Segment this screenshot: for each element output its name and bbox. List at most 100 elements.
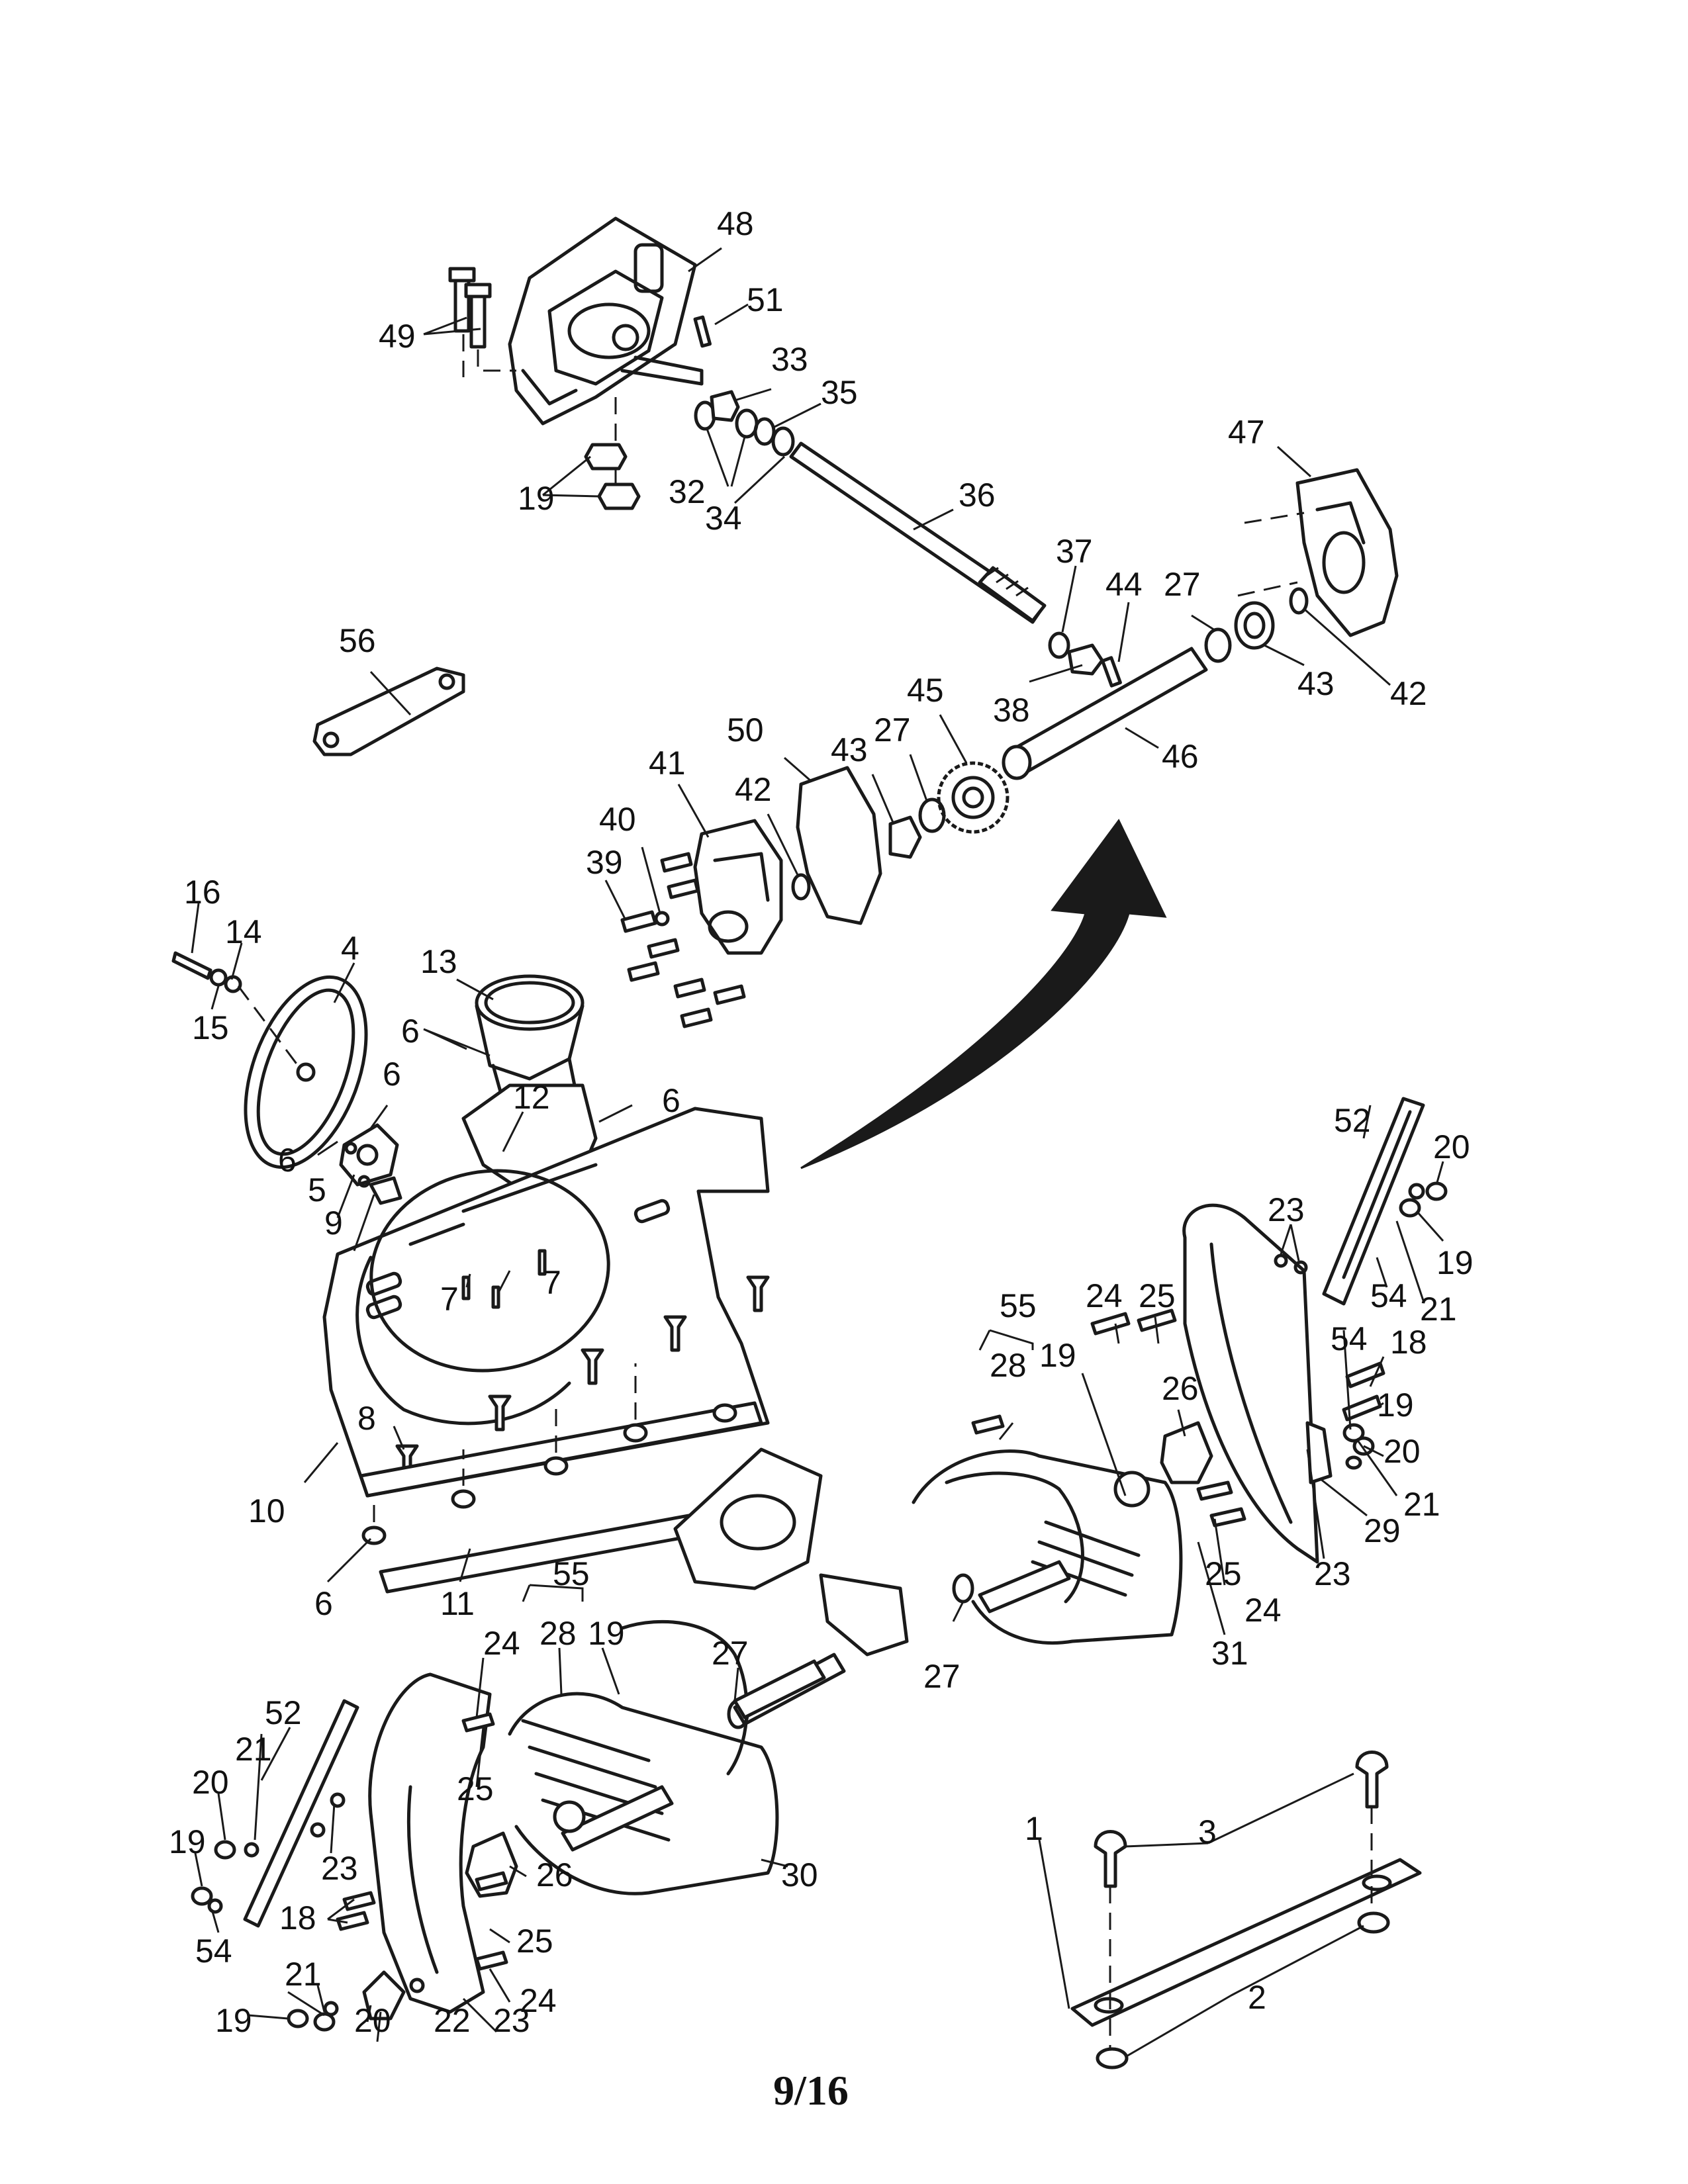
side-plate-right <box>1182 1203 1319 1564</box>
spacer-bracket <box>312 666 465 756</box>
shaft-washers <box>694 390 795 457</box>
roll-pin <box>693 315 712 348</box>
callout-51: 51 <box>747 281 784 318</box>
callout-25-c: 25 <box>457 1770 494 1807</box>
callout-13: 13 <box>420 943 457 980</box>
callout-7-a: 7 <box>440 1281 459 1318</box>
right-hardware <box>971 1181 1448 1527</box>
callout-9: 9 <box>324 1205 343 1242</box>
gear-case-left <box>693 819 783 955</box>
callout-25-d: 25 <box>516 1923 553 1960</box>
leader-lines <box>191 247 1391 1583</box>
gear-housing-part <box>508 216 704 426</box>
callout-19-e: 19 <box>588 1615 625 1652</box>
callout-16: 16 <box>184 874 221 911</box>
callout-28-a: 28 <box>990 1347 1027 1384</box>
callout-25-a: 25 <box>1139 1277 1176 1314</box>
carriage-bolts <box>395 1275 770 1481</box>
callout-27-b: 27 <box>874 711 911 749</box>
flange-nuts <box>361 1363 737 1545</box>
callout-45: 45 <box>907 672 944 709</box>
callout-54-a: 54 <box>1370 1277 1407 1314</box>
callout-27-c: 27 <box>923 1658 961 1695</box>
callout-7-b: 7 <box>543 1264 561 1301</box>
callout-48: 48 <box>717 205 754 242</box>
callout-labels: 48 51 49 33 35 32 34 19 36 47 37 44 27 4… <box>169 205 1474 2039</box>
callout-21-c: 21 <box>235 1731 272 1768</box>
callout-26-b: 26 <box>536 1856 573 1893</box>
callout-6-d: 6 <box>278 1142 297 1179</box>
callout-19-c: 19 <box>1039 1337 1076 1374</box>
thrust-washer-left <box>918 797 946 833</box>
callout-24-b: 24 <box>1244 1592 1282 1629</box>
callout-56: 56 <box>339 622 376 659</box>
callout-32: 32 <box>669 473 706 510</box>
callout-20-b: 20 <box>1383 1433 1421 1470</box>
callout-4: 4 <box>341 930 359 967</box>
auger-housing <box>322 1107 770 1498</box>
callout-35: 35 <box>821 374 858 411</box>
page-number: 9/16 <box>773 2067 849 2114</box>
callout-25-b: 25 <box>1205 1555 1242 1592</box>
callout-54-b: 54 <box>1331 1320 1368 1357</box>
callout-22: 22 <box>434 2002 471 2039</box>
callout-3: 3 <box>1198 1813 1217 1850</box>
mounting-bolts <box>448 267 516 377</box>
callout-43-a: 43 <box>1297 665 1335 702</box>
callout-47: 47 <box>1228 414 1265 451</box>
callout-6-a: 6 <box>401 1013 420 1050</box>
worm-gear <box>937 761 1009 834</box>
callout-54-c: 54 <box>195 1933 232 1970</box>
callout-36: 36 <box>959 477 996 514</box>
auger-right <box>912 1449 1183 1645</box>
callout-52-a: 52 <box>1334 1102 1371 1139</box>
leader-lines-right <box>952 1105 1444 1635</box>
auger-axle <box>1002 647 1208 780</box>
callout-20-d: 20 <box>354 2002 391 2039</box>
callout-41: 41 <box>649 745 686 782</box>
bushing <box>1234 601 1275 650</box>
callout-31: 31 <box>1211 1635 1248 1672</box>
callout-42-a: 42 <box>1390 675 1427 712</box>
callout-50: 50 <box>727 711 764 749</box>
callout-55-b: 55 <box>553 1555 590 1592</box>
case-screws <box>620 852 746 1028</box>
callout-18-c: 18 <box>279 1899 316 1936</box>
callout-24-d: 24 <box>520 1982 557 2019</box>
woodruff-key <box>1101 656 1122 688</box>
callout-42-b: 42 <box>735 771 772 808</box>
hex-nuts-top <box>584 397 641 510</box>
callout-52-b: 52 <box>265 1694 302 1731</box>
center-washer-right <box>952 1573 974 1604</box>
callout-19-a: 19 <box>518 480 555 517</box>
callout-37: 37 <box>1056 533 1093 570</box>
callout-39: 39 <box>586 844 623 881</box>
callout-2: 2 <box>1248 1979 1266 2016</box>
callout-6-b: 6 <box>383 1056 401 1093</box>
callout-19-d: 19 <box>1377 1387 1414 1424</box>
gasket <box>796 766 882 925</box>
auger-flange-right <box>1160 1421 1213 1484</box>
callout-8: 8 <box>357 1400 376 1437</box>
callout-15: 15 <box>192 1009 229 1046</box>
shaft-washer <box>1048 631 1070 659</box>
callout-21-b: 21 <box>1403 1486 1440 1523</box>
o-ring-left <box>791 873 811 901</box>
callout-23-d: 23 <box>493 2002 530 2039</box>
o-ring <box>1289 587 1309 615</box>
callout-19-f: 19 <box>169 1823 206 1860</box>
callout-34: 34 <box>705 500 742 537</box>
callout-1: 1 <box>1025 1810 1043 1847</box>
callout-12: 12 <box>513 1079 550 1116</box>
bushing-left <box>888 815 922 859</box>
callout-24-a: 24 <box>1086 1277 1123 1314</box>
leader-lines-lower <box>194 1584 1364 2058</box>
auger-left <box>508 1619 826 1895</box>
callout-46: 46 <box>1162 738 1199 775</box>
side-plate-left <box>368 1672 492 2014</box>
callout-14: 14 <box>225 913 262 950</box>
gear-case-right <box>1237 468 1399 637</box>
callout-6-e: 6 <box>314 1585 333 1622</box>
callout-23-b: 23 <box>1314 1555 1351 1592</box>
skid-left <box>243 1699 359 1928</box>
